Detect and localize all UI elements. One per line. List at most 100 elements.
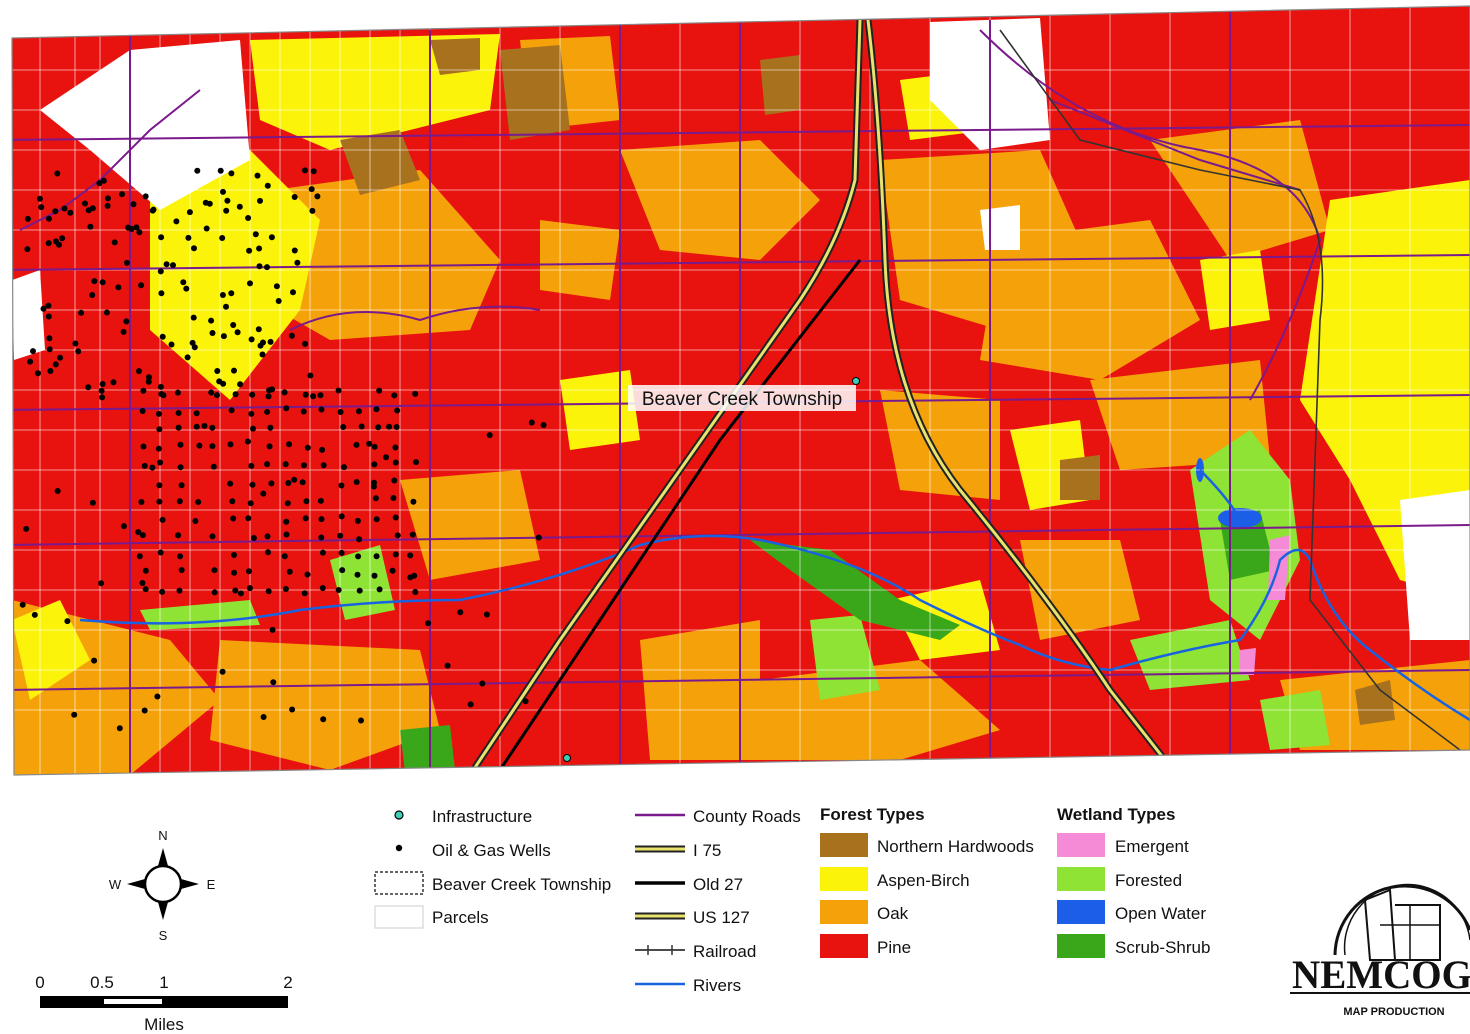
well-dot xyxy=(175,410,182,416)
well-dot xyxy=(244,438,251,445)
well-dot xyxy=(288,332,295,339)
well-dot xyxy=(89,205,96,212)
legend-pine: Pine xyxy=(877,938,911,957)
well-dot xyxy=(145,378,152,385)
well-dot xyxy=(219,235,226,241)
compass-n: N xyxy=(158,828,167,843)
well-dot xyxy=(236,203,243,210)
well-dot xyxy=(264,461,271,468)
well-dot xyxy=(227,480,234,487)
well-dot xyxy=(220,333,227,340)
well-dot xyxy=(358,717,364,724)
well-dot xyxy=(319,446,326,453)
well-dot xyxy=(373,516,380,523)
well-dot xyxy=(146,374,152,381)
well-dot xyxy=(110,379,117,386)
well-dot xyxy=(104,202,111,209)
well-dot xyxy=(412,390,419,397)
well-dot xyxy=(209,443,216,450)
well-dot xyxy=(176,587,183,594)
well-dot xyxy=(318,534,325,541)
well-dot xyxy=(265,588,272,595)
well-dot xyxy=(528,419,535,426)
scale-unit: Miles xyxy=(144,1015,184,1034)
well-dot xyxy=(54,170,61,177)
scrub-shrub-swatch xyxy=(1057,934,1105,958)
well-dot xyxy=(67,209,74,216)
well-dot xyxy=(335,387,342,394)
well-dot xyxy=(149,464,156,471)
legend-open-water: Open Water xyxy=(1115,904,1206,923)
well-dot xyxy=(141,462,148,469)
well-dot xyxy=(31,611,38,618)
well-dot xyxy=(320,716,327,723)
well-dot xyxy=(376,387,383,394)
well-dot xyxy=(89,499,96,506)
well-dot xyxy=(138,499,145,505)
legend: Infrastructure Oil & Gas Wells Beaver Cr… xyxy=(374,805,1210,995)
well-dot xyxy=(335,587,342,593)
well-dot xyxy=(265,393,272,400)
township-label-text: Beaver Creek Township xyxy=(642,389,842,410)
legend-rivers: Rivers xyxy=(693,976,741,995)
well-dot xyxy=(457,609,464,616)
scale-tick-1: 1 xyxy=(159,973,168,992)
logo-subtitle: MAP PRODUCTION xyxy=(1343,1006,1444,1018)
well-dot xyxy=(154,693,161,700)
legend-i75: I 75 xyxy=(693,841,721,860)
well-dot xyxy=(163,261,170,268)
well-dot xyxy=(158,290,165,297)
well-dot xyxy=(237,381,244,388)
well-dot xyxy=(373,406,380,413)
well-dot xyxy=(135,529,142,536)
well-dot xyxy=(260,490,267,497)
legend-aspen-birch: Aspen-Birch xyxy=(877,871,970,890)
well-dot xyxy=(281,389,288,396)
well-dot xyxy=(356,536,363,543)
well-dot xyxy=(309,207,316,214)
well-dot xyxy=(209,424,216,431)
well-dot xyxy=(195,499,202,505)
well-dot xyxy=(99,381,106,387)
infrastructure-symbol xyxy=(394,810,404,820)
well-dot xyxy=(376,586,383,593)
scale-tick-0: 0 xyxy=(35,973,44,992)
well-dot xyxy=(201,422,208,429)
well-dot xyxy=(413,459,419,466)
well-dot xyxy=(407,574,414,581)
well-dot xyxy=(193,423,200,430)
well-dot xyxy=(230,322,237,328)
well-dot xyxy=(229,498,236,505)
well-dot xyxy=(36,195,43,202)
legend-county-roads: County Roads xyxy=(693,807,801,826)
well-dot xyxy=(27,358,34,365)
well-dot xyxy=(87,223,94,230)
well-dot xyxy=(136,229,143,236)
rivers xyxy=(79,469,1470,722)
well-dot xyxy=(136,553,143,560)
well-dot xyxy=(128,226,135,232)
well-dot xyxy=(237,590,244,597)
well-dot xyxy=(72,340,79,347)
well-dot xyxy=(53,238,59,245)
well-dot xyxy=(393,424,400,430)
well-dot xyxy=(356,408,362,415)
well-dot xyxy=(540,422,547,428)
well-dot xyxy=(139,532,146,539)
well-dot xyxy=(208,317,215,324)
well-dot xyxy=(85,384,92,391)
well-dot xyxy=(23,525,30,532)
well-dot xyxy=(260,714,267,720)
parcel-symbol xyxy=(374,905,424,929)
well-dot xyxy=(211,567,218,574)
well-dot xyxy=(281,553,288,560)
well-dot xyxy=(256,263,263,270)
well-dot xyxy=(246,585,253,592)
well-dot xyxy=(103,309,110,316)
well-dot xyxy=(183,285,190,292)
well-dot xyxy=(30,348,36,355)
old27-road xyxy=(498,259,862,771)
wetland-types-title: Wetland Types xyxy=(1057,805,1175,824)
well-dot xyxy=(231,552,237,558)
well-dot xyxy=(46,335,53,342)
